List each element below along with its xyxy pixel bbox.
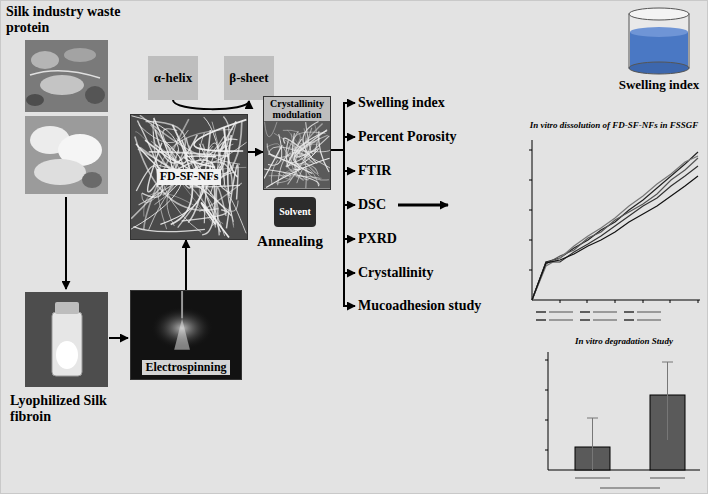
error-bar bbox=[587, 418, 598, 470]
test-item: Percent Porosity bbox=[358, 129, 457, 145]
error-bar bbox=[662, 362, 673, 440]
flow-arrow bbox=[185, 240, 187, 290]
structure-box: β-sheet bbox=[224, 56, 274, 100]
blob bbox=[40, 75, 84, 95]
bracket-arrow bbox=[344, 305, 355, 307]
beaker-base bbox=[629, 62, 689, 74]
test-item: DSC bbox=[358, 197, 386, 213]
flow-arrow bbox=[173, 100, 249, 109]
test-item: FTIR bbox=[358, 163, 391, 179]
degradation-chart bbox=[545, 352, 700, 488]
process-arrow bbox=[65, 197, 67, 289]
picture-area bbox=[264, 121, 330, 189]
blob bbox=[26, 94, 44, 106]
beaker-rim bbox=[629, 8, 689, 20]
beaker-body bbox=[629, 14, 689, 68]
bracket-arrow bbox=[344, 136, 355, 138]
blob bbox=[31, 51, 59, 69]
photo bbox=[25, 116, 108, 194]
node-text: Crystallinity modulation bbox=[264, 97, 330, 121]
blob bbox=[34, 159, 86, 185]
bracket-feed bbox=[330, 149, 344, 151]
structure-box: α-helix bbox=[148, 56, 198, 100]
blob bbox=[64, 48, 96, 62]
flow-arrow bbox=[248, 151, 263, 153]
step-label: Annealing bbox=[257, 233, 323, 250]
dissolution-chart bbox=[529, 140, 700, 320]
lyophilized-cake bbox=[56, 341, 78, 369]
chart-title: In vitro degradation Study bbox=[575, 336, 673, 346]
node-text: α-helix bbox=[154, 71, 192, 86]
vial bbox=[52, 312, 82, 376]
electrospinning-photo: Electrospinning bbox=[130, 290, 242, 380]
vial-cap bbox=[55, 302, 79, 314]
silk-waste-photo bbox=[25, 116, 108, 194]
release-curve bbox=[532, 156, 698, 300]
bracket-arrow bbox=[344, 170, 355, 172]
lyophilized-vial-photo bbox=[25, 292, 108, 387]
waste-sem-image bbox=[25, 40, 108, 112]
release-curve bbox=[532, 176, 698, 300]
chart-title: In vitro dissolution of FD-SF-NFs in FSS… bbox=[530, 120, 699, 130]
axis bbox=[548, 352, 549, 470]
ticks bbox=[529, 150, 698, 303]
bracket-arrow bbox=[344, 102, 355, 104]
blob bbox=[85, 86, 105, 104]
liquid-surface bbox=[630, 27, 688, 37]
release-curve bbox=[532, 158, 698, 300]
release-curve bbox=[532, 166, 698, 300]
nanofiber-image: FD-SF-NFs bbox=[130, 114, 248, 240]
blob bbox=[82, 172, 102, 188]
photo bbox=[25, 292, 108, 387]
photo bbox=[25, 40, 108, 112]
ticks bbox=[545, 360, 548, 450]
test-item: Crystallinity bbox=[358, 265, 433, 281]
bracket-arrow bbox=[344, 272, 355, 274]
test-item: Mucoadhesion study bbox=[358, 298, 481, 314]
axis-smudge bbox=[575, 478, 685, 488]
source-label: Silk industry waste protein bbox=[6, 4, 131, 36]
process-arrow bbox=[109, 337, 128, 339]
beaker-icon bbox=[629, 8, 689, 74]
release-curve bbox=[532, 152, 698, 300]
legend-samples bbox=[536, 312, 634, 320]
bracket-arrow bbox=[344, 238, 355, 240]
icon-label: Swelling index bbox=[619, 78, 700, 93]
node-text: Solvent bbox=[279, 206, 311, 217]
node-text: β-sheet bbox=[229, 71, 268, 86]
fiber bbox=[30, 71, 100, 78]
solvent-jar: Solvent bbox=[274, 197, 316, 227]
axis bbox=[532, 300, 700, 301]
axis bbox=[532, 140, 533, 300]
bracket-arrow bbox=[344, 204, 355, 206]
result-arrow bbox=[398, 204, 448, 207]
node-text: Electrospinning bbox=[142, 360, 229, 375]
legend-smudge bbox=[549, 312, 661, 320]
sem-image bbox=[264, 121, 330, 189]
node-text: FD-SF-NFs bbox=[157, 169, 222, 184]
test-item: Swelling index bbox=[358, 95, 445, 111]
test-item: PXRD bbox=[358, 231, 397, 247]
step-label: Lyophilized Silk fibroin bbox=[10, 393, 122, 425]
crystallinity-panel: Crystallinity modulation bbox=[263, 96, 331, 190]
